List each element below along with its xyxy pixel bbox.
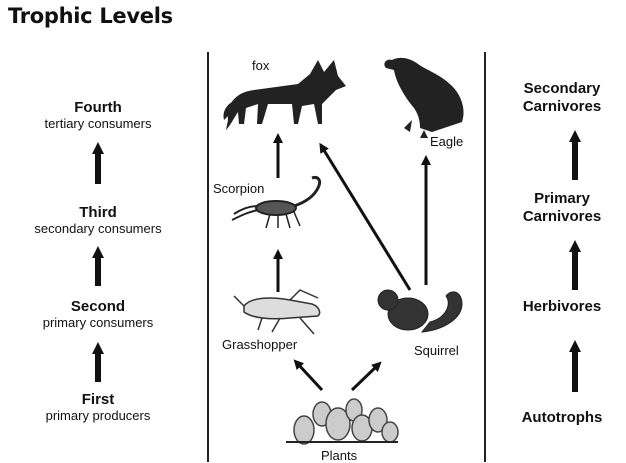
label-plants: Plants: [321, 448, 357, 463]
arrow-plants-to-grasshopper: [297, 363, 322, 390]
level-desc: tertiary consumers: [3, 116, 193, 132]
level-third: Third secondary consumers: [3, 204, 193, 237]
level-desc: primary producers: [3, 408, 193, 424]
label-grasshopper: Grasshopper: [222, 337, 297, 352]
level-name: First: [3, 391, 193, 408]
grasshopper-illustration: [234, 290, 320, 334]
role-autotrophs: Autotrophs: [498, 409, 626, 427]
role-herbivores: Herbivores: [498, 298, 626, 316]
eagle-illustration: [384, 58, 463, 138]
right-role-arrows: [569, 130, 581, 392]
up-arrow-icon: [569, 240, 581, 290]
level-first: First primary producers: [3, 391, 193, 424]
fox-illustration: [224, 60, 347, 130]
page-title: Trophic Levels: [8, 4, 173, 28]
role-primary-carnivores: Primary Carnivores: [498, 190, 626, 226]
arrow-squirrel-to-fox: [322, 147, 410, 290]
label-scorpion: Scorpion: [213, 181, 264, 196]
left-level-arrows: [92, 142, 104, 382]
label-squirrel: Squirrel: [414, 343, 459, 358]
label-eagle: Eagle: [430, 134, 463, 149]
level-second: Second primary consumers: [3, 298, 193, 331]
level-name: Second: [3, 298, 193, 315]
arrow-plants-to-squirrel: [352, 365, 378, 390]
up-arrow-icon: [569, 340, 581, 392]
up-arrow-icon: [92, 342, 104, 382]
up-arrow-icon: [92, 246, 104, 286]
food-web-arrows: [278, 138, 426, 390]
level-name: Fourth: [3, 99, 193, 116]
role-secondary-carnivores: Secondary Carnivores: [498, 80, 626, 116]
level-desc: primary consumers: [3, 315, 193, 331]
level-desc: secondary consumers: [3, 221, 193, 237]
plants-illustration: [286, 399, 398, 444]
up-arrow-icon: [569, 130, 581, 180]
squirrel-illustration: [378, 290, 462, 332]
level-fourth: Fourth tertiary consumers: [3, 99, 193, 132]
up-arrow-icon: [92, 142, 104, 184]
level-name: Third: [3, 204, 193, 221]
label-fox: fox: [252, 58, 269, 73]
